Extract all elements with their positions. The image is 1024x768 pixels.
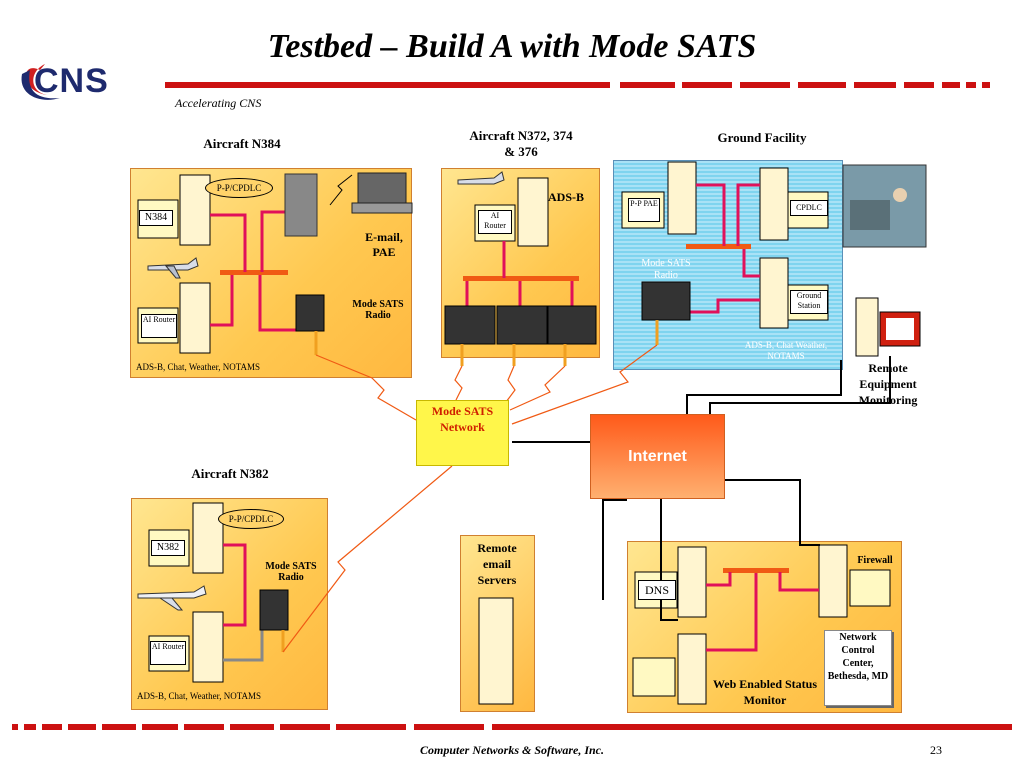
network-links	[512, 356, 891, 621]
n384-radio-label: Mode SATS Radio	[352, 299, 404, 321]
n384-router-tower-icon	[179, 282, 211, 354]
tagline: Accelerating CNS	[175, 96, 262, 110]
n384-pae-device-icon	[284, 173, 318, 237]
ground-station-label: Ground Station	[790, 290, 828, 314]
n384-tower-icon	[179, 174, 211, 246]
n372-aircraft-icon	[457, 171, 505, 185]
laptop-icon	[357, 172, 407, 204]
remote-monitoring-equipment	[855, 297, 921, 357]
n384-bus	[220, 270, 288, 275]
n382-heading: Aircraft N382	[191, 466, 269, 481]
n384-aircraft-icon	[147, 257, 199, 279]
n382-footer: ADS-B, Chat, Weather, NOTAMS	[137, 691, 262, 701]
page-number: 23	[930, 743, 942, 757]
ground-cpdlc-label: CPDLC	[790, 200, 828, 216]
n372-router-label: AI Router	[478, 210, 512, 234]
radio-links	[282, 344, 658, 653]
n382-pp-cpdlc-oval: P-P/CPDLC	[218, 509, 284, 529]
email-server-icon	[478, 597, 514, 705]
footer-company: Computer Networks & Software, Inc.	[419, 743, 605, 757]
slide-title: Testbed – Build A with Mode SATS	[267, 28, 757, 65]
n372-heading: Aircraft N372, 374 & 376	[469, 128, 573, 159]
footer-rule	[12, 724, 1012, 730]
n384-heading: Aircraft N384	[203, 136, 281, 151]
noc-dns-label: DNS	[638, 580, 676, 600]
n382-radio-label: Mode SATS Radio	[265, 561, 317, 583]
n384-radio-icon	[295, 294, 325, 332]
noc-firewall-label: Firewall	[857, 555, 893, 566]
cns-logo: CNS	[34, 62, 109, 100]
n372-adsb-label: ADS-B	[547, 190, 584, 204]
n384-router-label: AI Router	[141, 314, 177, 338]
remote-monitoring-label: Remote Equipment Monitoring	[858, 361, 918, 407]
n382-pc-label: N382	[151, 540, 185, 556]
ground-footer: ADS-B, Chat Weather, NOTAMS	[744, 340, 828, 361]
n384-equipment	[137, 172, 413, 355]
n384-footer: ADS-B, Chat, Weather, NOTAMS	[136, 362, 261, 372]
n384-pp-cpdlc-oval: P-P/CPDLC	[205, 178, 273, 198]
header-rule	[165, 82, 610, 88]
ground-facility-heading: Ground Facility	[717, 130, 807, 145]
ground-radio-label: Mode SATS Radio	[641, 258, 691, 281]
n382-router-label: AI Router	[150, 641, 186, 665]
noc-label: Network Control Center, Bethesda, MD	[824, 630, 892, 706]
header-rule-dashes	[620, 82, 990, 88]
n372-equipment	[444, 171, 597, 366]
logo-swoosh-icon	[25, 64, 48, 95]
ground-pp-pae-label: P-P PAE	[628, 198, 660, 222]
noc-equipment	[632, 544, 891, 705]
internet-cloud: Internet	[590, 414, 725, 499]
n384-email-label: E-mail, PAE	[365, 230, 403, 259]
remote-email-label: Remote email Servers	[477, 541, 517, 587]
web-status-monitor-label: Web Enabled Status Monitor	[712, 677, 818, 707]
n384-pc-label: N384	[139, 210, 173, 226]
mode-sats-network: Mode SATS Network	[416, 400, 509, 466]
n382-aircraft-icon	[137, 585, 207, 611]
logo-swoosh-blue-icon	[21, 70, 60, 100]
